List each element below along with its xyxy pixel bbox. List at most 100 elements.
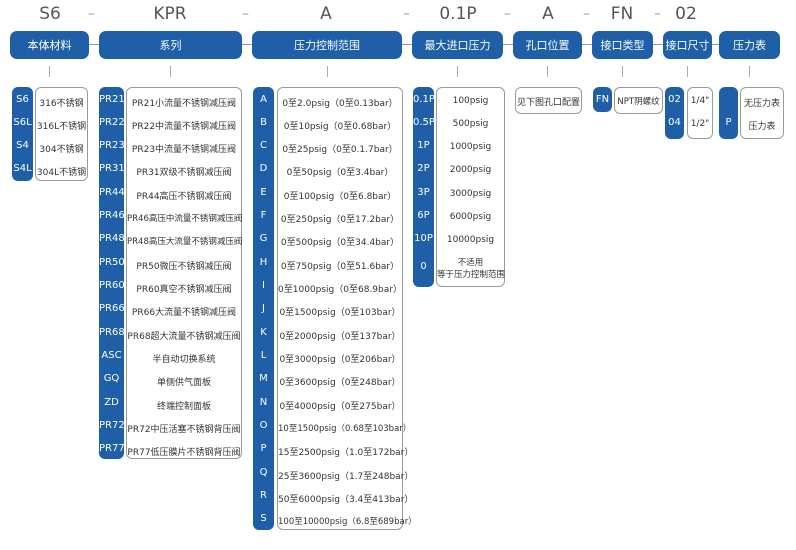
series-key: PR46 <box>99 210 125 221</box>
series-desc: PR46高压中流量不锈钢减压阀 <box>127 214 243 224</box>
gauge-key: P <box>725 117 732 128</box>
connector-line <box>402 44 412 45</box>
series-key: PR21 <box>99 94 125 105</box>
pressure-key: S <box>260 513 267 524</box>
tick <box>457 66 458 77</box>
pressure-key: C <box>260 140 267 151</box>
series-desc: 单侧供气面板 <box>156 378 211 388</box>
series-desc: PR21小流量不锈钢减压阀 <box>131 99 237 109</box>
material-key: S4 <box>16 140 29 151</box>
inlet-desc: 等于压力控制范围 <box>437 270 506 280</box>
pressure-key: K <box>260 327 267 338</box>
header-material: 本体材料 <box>10 31 89 59</box>
pressure-key: Q <box>259 467 268 478</box>
pressure-desc: 0至250psig（0至17.2bar） <box>280 215 400 225</box>
pressure-key: P <box>260 443 267 454</box>
inlet-key: 10P <box>414 233 433 244</box>
inlet-key: 2P <box>417 163 430 174</box>
gauge-key-column: P <box>719 87 738 139</box>
series-desc: PR44高压不锈钢减压阀 <box>136 192 232 202</box>
series-desc-box: PR21小流量不锈钢减压阀 PR22中流量不锈钢减压阀 PR23中流量不锈钢减压… <box>126 87 242 459</box>
port-size-desc: 1/2" <box>690 119 710 129</box>
series-key: ZD <box>104 397 119 408</box>
port-size-key-column: 02 04 <box>665 87 684 139</box>
inlet-key: 0.5P <box>413 117 435 128</box>
inlet-desc: 500psig <box>452 119 489 129</box>
pressure-desc: 100至10000psig（6.8至689bar） <box>278 517 417 527</box>
pressure-key: J <box>262 303 265 314</box>
dash: – <box>242 6 249 22</box>
series-key: PR44 <box>99 187 125 198</box>
tick <box>749 66 750 77</box>
series-key: PR68 <box>99 327 125 338</box>
series-desc: PR50微压不锈钢减压阀 <box>136 262 232 272</box>
port-size-desc: 1/4" <box>690 96 710 106</box>
code-inlet: 0.1P <box>439 4 477 24</box>
inlet-desc: 不适用 <box>457 258 484 268</box>
header-port-position: 孔口位置 <box>513 31 582 59</box>
series-desc: PR72中压活塞不锈钢背压阀 <box>127 425 241 435</box>
series-key: PR72 <box>99 420 125 431</box>
pressure-desc: 25至3600psig（1.7至248bar） <box>278 472 414 482</box>
pressure-desc: 50至6000psig（3.4至413bar） <box>278 495 414 505</box>
pressure-desc: 0至500psig（0至34.4bar） <box>280 238 400 248</box>
series-desc: PR66大流量不锈钢减压阀 <box>131 308 237 318</box>
header-series: 系列 <box>99 31 242 59</box>
inlet-key-column: 0.1P 0.5P 1P 2P 3P 6P 10P 0 <box>413 87 435 287</box>
pressure-desc: 0至100psig（0至6.8bar） <box>283 192 397 202</box>
inlet-desc-box: 100psig 500psig 1000psig 2000psig 3000ps… <box>436 87 505 287</box>
connector-line <box>503 44 513 45</box>
pressure-key: G <box>259 233 268 244</box>
pressure-key: E <box>260 187 267 198</box>
pressure-key: L <box>260 350 267 361</box>
material-desc: 316L不锈钢 <box>36 122 87 132</box>
series-key: PR66 <box>99 303 125 314</box>
header-pressure-range: 压力控制范围 <box>252 31 402 59</box>
material-desc: 316不锈钢 <box>39 99 84 109</box>
pressure-desc: 0至3600psig（0至248bar） <box>279 378 401 388</box>
port-position-desc-box: 见下图孔口配置 <box>515 87 582 114</box>
tick <box>49 66 50 77</box>
port-size-desc-box: 1/4" 1/2" <box>687 87 713 139</box>
dash: – <box>504 6 511 22</box>
pressure-desc: 0至750psig（0至51.6bar） <box>280 262 400 272</box>
connector-line <box>89 44 99 45</box>
code-port-type: FN <box>610 4 634 24</box>
tick <box>622 66 623 77</box>
series-key-column: PR21 PR22 PR23 PR31 PR44 PR46 PR48 PR50 … <box>99 87 125 459</box>
connector-line <box>712 44 719 45</box>
series-desc: PR22中流量不锈钢减压阀 <box>131 122 237 132</box>
code-pressure: A <box>320 4 332 24</box>
pressure-key: D <box>259 163 268 174</box>
port-type-desc: NPT阴螺纹 <box>617 97 660 107</box>
series-desc: PR77低压膜片不锈钢背压阀 <box>127 448 241 458</box>
header-gauge: 压力表 <box>719 31 780 59</box>
material-desc-box: 316不锈钢 316L不锈钢 304不锈钢 304L不锈钢 <box>35 87 88 181</box>
pressure-key: A <box>260 94 267 105</box>
pressure-desc: 0至1000psig（0至68.9bar） <box>278 285 402 295</box>
inlet-key: 6P <box>417 210 430 221</box>
pressure-key: M <box>259 373 268 384</box>
pressure-desc: 0至4000psig（0至275bar） <box>279 402 401 412</box>
dash: – <box>583 6 590 22</box>
header-max-inlet: 最大进口压力 <box>412 31 503 59</box>
series-desc: PR60真空不锈钢减压阀 <box>136 285 232 295</box>
inlet-key: 0.1P <box>413 94 435 105</box>
pressure-desc: 0至1500psig（0至103bar） <box>279 308 401 318</box>
pressure-key: F <box>260 210 267 221</box>
port-type-key: FN <box>595 94 610 105</box>
code-material: S6 <box>39 4 61 24</box>
pressure-key: H <box>259 257 268 268</box>
inlet-desc: 6000psig <box>449 212 492 222</box>
gauge-desc: 压力表 <box>748 122 776 132</box>
dash: – <box>88 6 95 22</box>
series-key: PR50 <box>99 257 125 268</box>
pressure-desc: 0至3000psig（0至206bar） <box>279 355 401 365</box>
series-desc: PR31双级不锈钢减压阀 <box>136 168 232 178</box>
series-key: GQ <box>103 373 120 384</box>
connector-line <box>653 44 663 45</box>
material-desc: 304不锈钢 <box>39 145 84 155</box>
tick <box>170 66 171 77</box>
pressure-desc-box: 0至2.0psig（0至0.13bar） 0至10psig（0至0.68bar）… <box>277 87 417 530</box>
series-desc: PR48高压大流量不锈钢减压阀 <box>127 237 243 247</box>
